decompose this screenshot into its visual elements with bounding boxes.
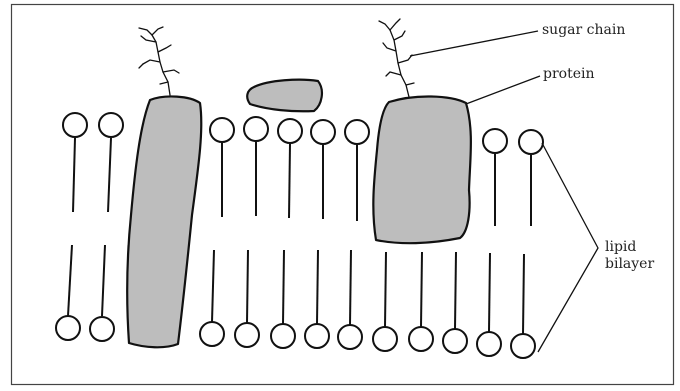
lipid-bilayer-label-line1: lipid bbox=[605, 239, 654, 256]
lipid-molecule bbox=[210, 118, 234, 217]
lipid-molecule bbox=[443, 252, 467, 353]
sugar-chain-label: sugar chain bbox=[542, 22, 625, 38]
lipid-molecule bbox=[483, 129, 507, 226]
sugar-chain-right bbox=[379, 19, 414, 97]
sugar-chain-left bbox=[139, 27, 179, 95]
protein bbox=[373, 96, 471, 243]
lipid-molecule bbox=[311, 120, 335, 219]
lipid-molecule bbox=[90, 245, 114, 341]
lipid-molecule bbox=[278, 119, 302, 218]
lipid-molecule bbox=[63, 113, 87, 212]
lipid-molecule bbox=[99, 113, 123, 212]
lipid-bilayer-label-line2: bilayer bbox=[605, 256, 654, 273]
lipid-molecule bbox=[244, 117, 268, 216]
lipid-molecule bbox=[235, 250, 259, 347]
lipid-molecule bbox=[409, 252, 433, 351]
protein-leader-line bbox=[466, 76, 540, 104]
lipid-molecule bbox=[271, 250, 295, 348]
lipid-molecule bbox=[511, 254, 535, 358]
lipid-molecule bbox=[477, 253, 501, 356]
transmembrane-protein bbox=[127, 96, 201, 347]
lipid-molecule bbox=[56, 245, 80, 340]
peripheral-protein bbox=[247, 80, 322, 112]
lipid-molecule bbox=[373, 252, 397, 351]
sugar-chain-leader-line bbox=[410, 31, 538, 56]
lipid-molecule bbox=[305, 250, 329, 348]
lipid-bilayer-label: lipid bilayer bbox=[605, 239, 654, 273]
lipid-molecule bbox=[200, 250, 224, 346]
lipid-molecule bbox=[519, 130, 543, 226]
lipid-molecule bbox=[345, 120, 369, 221]
lipid-molecule bbox=[338, 250, 362, 349]
protein-label: protein bbox=[543, 66, 595, 82]
lipid-bilayer-bracket bbox=[538, 143, 598, 352]
